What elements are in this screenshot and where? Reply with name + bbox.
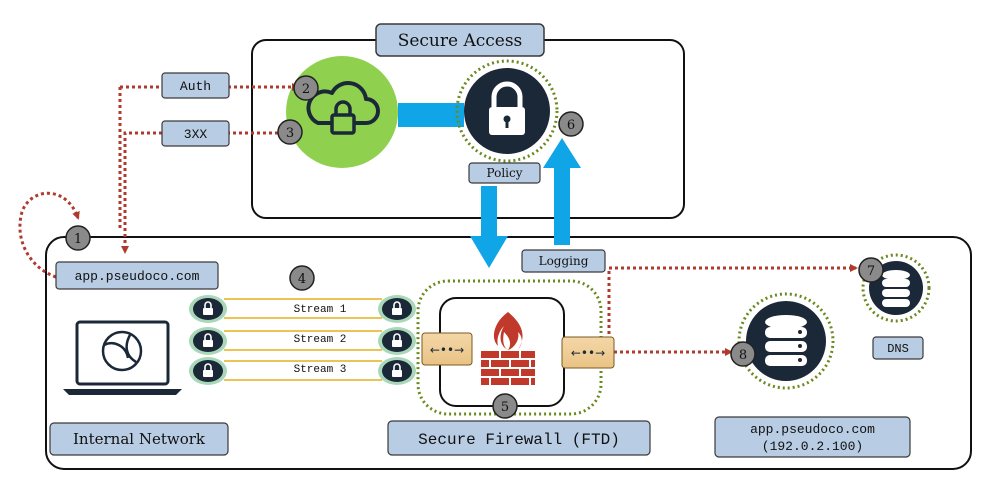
svg-text:2: 2	[302, 82, 310, 97]
auth-label: Auth	[161, 72, 230, 99]
svg-text:Policy: Policy	[487, 166, 523, 180]
svg-text:app.pseudoco.com: app.pseudoco.com	[75, 269, 200, 284]
firewall-label: Secure Firewall (FTD)	[387, 420, 651, 456]
server-name: app.pseudoco.com	[750, 422, 875, 437]
dns-loop-arrow	[18, 191, 80, 279]
stream-2-left-lock-icon	[189, 327, 227, 355]
stream-3-label: Stream 3	[294, 364, 347, 376]
access-link-bar	[398, 103, 464, 127]
svg-text:DNS: DNS	[887, 342, 909, 356]
stream-1-left-lock-icon	[189, 295, 227, 323]
stream-3-left-lock-icon	[189, 357, 227, 385]
svg-text:8: 8	[739, 348, 747, 363]
cloud-lock-icon	[286, 56, 398, 168]
stream-row-1: Stream 1	[224, 298, 382, 319]
svg-text:Secure Firewall (FTD): Secure Firewall (FTD)	[418, 431, 620, 449]
svg-text:6: 6	[567, 118, 575, 133]
svg-text:7: 7	[867, 264, 875, 279]
svg-text:Logging: Logging	[539, 254, 589, 268]
stream-lock-icons	[189, 295, 416, 385]
host-label: app.pseudoco.com	[55, 261, 219, 290]
firewall-ingress-interface-icon: ←••→	[421, 332, 473, 366]
step-marker-8: 8	[730, 341, 756, 367]
internal-network-label: Internal Network	[49, 422, 229, 456]
svg-text:3XX: 3XX	[184, 127, 208, 142]
policy-label: Policy	[468, 162, 541, 184]
svg-text:1: 1	[74, 232, 82, 247]
stream-2-label: Stream 2	[294, 334, 347, 346]
svg-text:4: 4	[298, 272, 306, 287]
step-marker-3: 3	[277, 119, 303, 145]
firewall-icon	[481, 312, 535, 385]
policy-down-arrow	[470, 186, 508, 268]
step-marker-6: 6	[558, 111, 584, 137]
svg-text:Internal Network: Internal Network	[73, 430, 206, 448]
server-database-icon	[737, 292, 835, 390]
svg-text:5: 5	[501, 400, 509, 415]
server-ip: (192.0.2.100)	[762, 439, 863, 454]
stream-1-right-lock-icon	[378, 295, 416, 323]
stream-1-label: Stream 1	[294, 304, 347, 316]
server-label: app.pseudoco.com (192.0.2.100)	[714, 416, 911, 458]
stream-2-right-lock-icon	[378, 327, 416, 355]
stream-3-right-lock-icon	[378, 357, 416, 385]
redirect-label: 3XX	[161, 120, 230, 147]
svg-text:Auth: Auth	[180, 79, 211, 94]
svg-text:Secure Access: Secure Access	[398, 31, 523, 51]
step-marker-1: 1	[65, 225, 91, 251]
stream-row-2: Stream 2	[224, 330, 382, 351]
step-marker-4: 4	[289, 265, 315, 291]
stream-row-3: Stream 3	[224, 360, 382, 381]
dns-query-line	[607, 264, 858, 352]
secure-access-title: Secure Access	[375, 23, 545, 57]
policy-lock-icon	[455, 59, 559, 163]
svg-text:←••→: ←••→	[571, 346, 605, 360]
step-marker-5: 5	[492, 393, 518, 419]
step-marker-7: 7	[858, 257, 884, 283]
step-marker-2: 2	[293, 75, 319, 101]
logging-label: Logging	[521, 249, 606, 273]
logging-up-arrow	[543, 138, 581, 245]
svg-text:3: 3	[286, 126, 294, 141]
dns-label: DNS	[872, 336, 924, 360]
firewall-egress-interface-icon: ←••→	[561, 336, 615, 369]
laptop-icon	[63, 320, 182, 395]
redirect-flow-down	[121, 131, 162, 254]
svg-text:←••→: ←••→	[430, 343, 464, 357]
